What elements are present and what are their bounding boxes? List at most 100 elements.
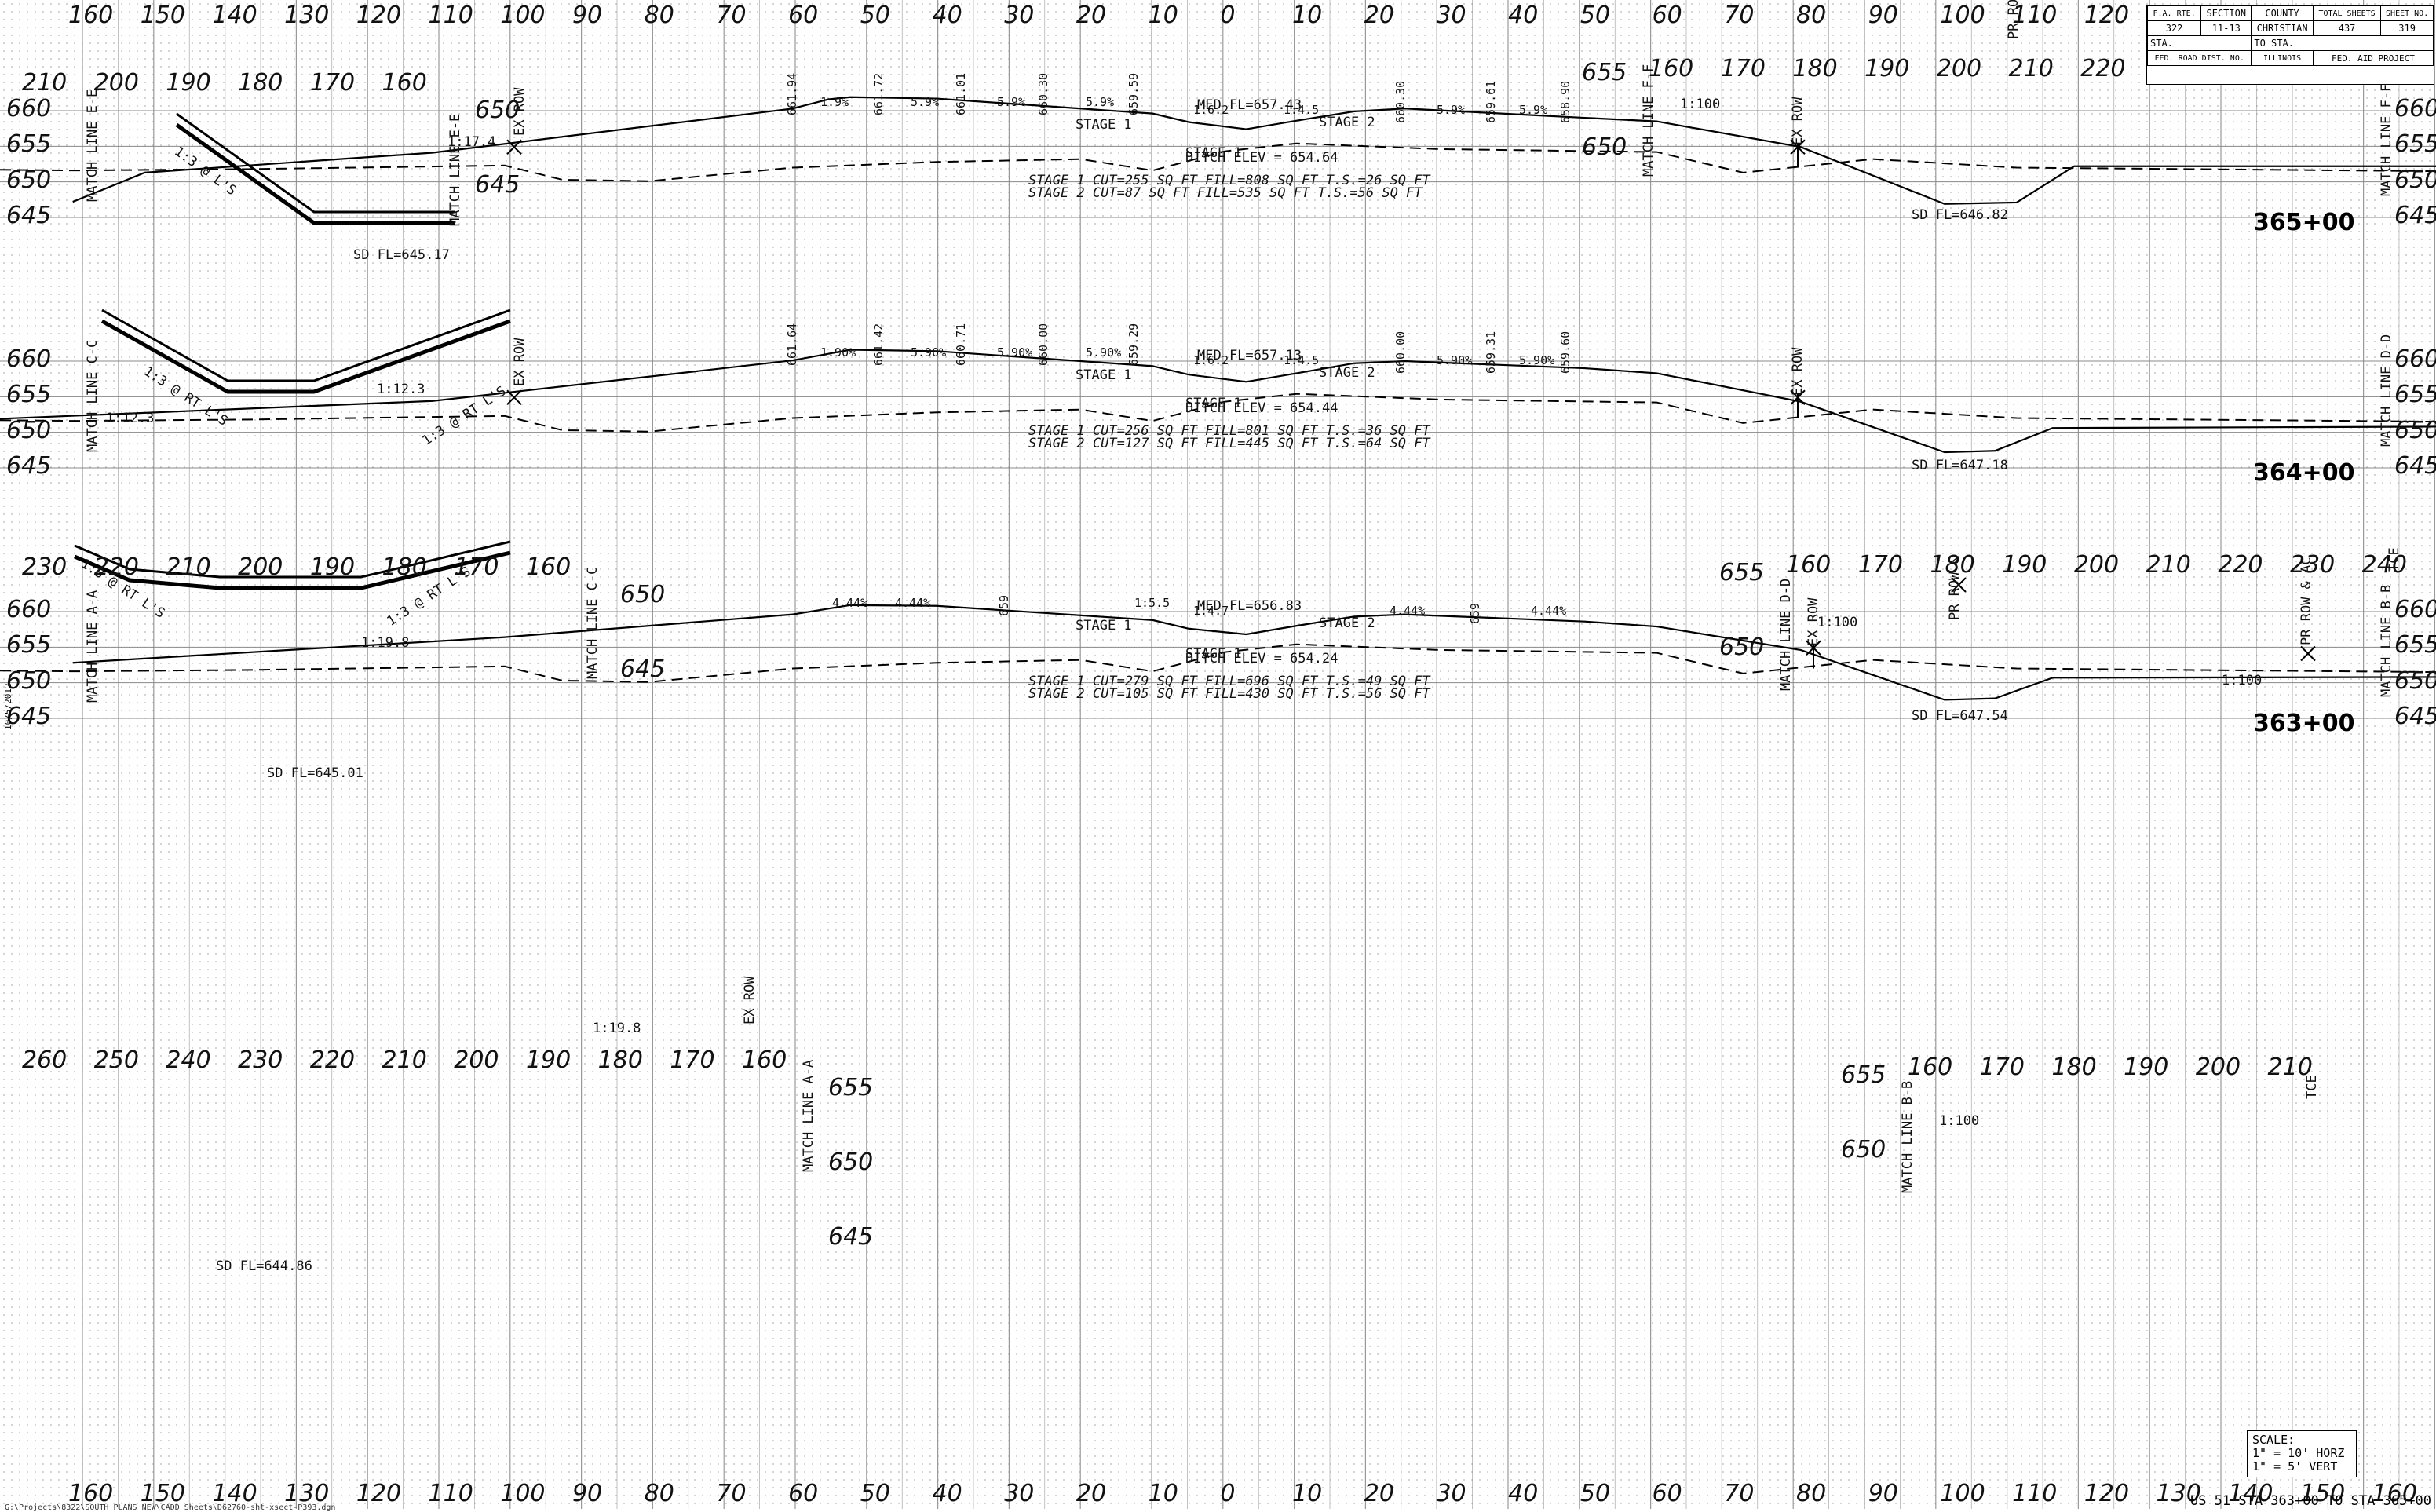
inset-right-axis-label: 200 [1936,55,1982,82]
grade-label: 661.64 [785,323,799,367]
top-axis-label: 120 [356,2,402,29]
bottom-axis-label: 50 [860,1480,890,1507]
bottom-axis-label: 40 [1508,1480,1539,1507]
bottom-axis-label: 30 [1004,1480,1035,1507]
bottom-axis-label: 50 [1580,1480,1611,1507]
inset-elevation-label: 645 [828,1223,874,1251]
existing-row-marker-left [506,139,522,155]
inset-right-axis-label: 210 [2146,551,2191,579]
inset-axis-label: 180 [382,553,427,581]
bottom-axis-label: 160 [68,1480,114,1507]
bottom-axis-label: 110 [2012,1480,2058,1507]
inset-existing-row: EX ROW [742,976,758,1024]
inset-right-axis-label: 170 [1979,1054,2025,1081]
elevation-label-left: 645 [6,703,52,730]
grade-label: 1:5.5 [1134,596,1171,611]
match-line-right: MATCH LINE D-D [2379,334,2394,447]
bottom-axis-label: 0 [1220,1480,1236,1507]
bottom-axis-label: 90 [572,1480,603,1507]
scale-horz: 1" = 10' HORZ [2252,1446,2345,1460]
median-flowline: MED FL=656.83 [1197,597,1302,614]
inset-axis-label: 200 [238,553,283,581]
section-label: SECTION [2200,5,2252,21]
sheet-no-label: SHEET NO. [2380,5,2434,21]
scale-title: SCALE: [2252,1433,2295,1447]
top-axis-label: 70 [1724,2,1755,29]
grade-label: 5.90% [997,345,1033,360]
inset-match-line: MATCH LINE E-E [447,113,463,226]
inset-axis-label: 210 [166,553,211,581]
inset-right-match-line: MATCH LINE B-B [1900,1080,1916,1193]
elevation-label-right: 655 [2394,130,2436,159]
stage-2-quantities: STAGE 2 CUT=87 SQ FT FILL=535 SQ FT T.S.… [1028,185,1423,202]
ditch-stage-label: STAGE 1 [1185,645,1242,662]
bottom-axis-label: 30 [1436,1480,1466,1507]
stage-1-label: STAGE 1 [1076,367,1132,384]
top-axis-label: 110 [2012,2,2058,29]
elevation-label-left: 645 [6,202,52,229]
inset-right-match-line: MATCH LINE D-D [1778,578,1794,691]
grade-label: 1:4.5 [1284,103,1320,118]
bottom-axis-label: 20 [1364,1480,1394,1507]
bottom-axis-label: 20 [1076,1480,1107,1507]
top-axis-label: 80 [1795,2,1827,29]
bottom-axis-label: 10 [1292,1480,1323,1507]
grade-label: 659.61 [1484,81,1498,124]
inset-elevation-label: 650 [620,581,666,608]
inset-right-axis-label: 200 [2195,1054,2241,1081]
inset-right-slope: 1:100 [1817,615,1858,630]
elevation-label-left: 660 [6,596,52,623]
grade-label: 658.90 [1558,81,1572,124]
bottom-axis-label: 10 [1148,1480,1178,1507]
sheet-no-value: 319 [2380,20,2434,36]
inset-storm-drain-flowline: SD FL=644.86 [216,1258,312,1274]
grade-label: 660.71 [954,323,968,367]
file-path: G:\Projects\8322\SOUTH PLANS NEW\CADD Sh… [5,1503,336,1512]
grade-label: 661.42 [871,323,886,367]
bottom-axis-label: 70 [1724,1480,1755,1507]
inset-right-elevation: 655 [1841,1061,1886,1089]
scale-box: SCALE: 1" = 10' HORZ 1" = 5' VERT [2247,1430,2357,1477]
bottom-axis-label: 70 [716,1480,747,1507]
top-axis-label: 130 [284,2,330,29]
elevation-label-right: 660 [2394,95,2436,122]
top-axis-label: 110 [428,2,473,29]
stage-1-quantities: STAGE 1 CUT=255 SQ FT FILL=808 SQ FT T.S… [1028,172,1430,188]
grade-label: 5.9% [1519,103,1548,118]
grade-label: 660.30 [1393,81,1408,124]
bottom-axis-label: 60 [1652,1480,1682,1507]
grade-label: 1.90% [820,345,856,360]
station-label: 363+00 [2253,710,2355,738]
median-flowline: MED FL=657.13 [1197,347,1302,363]
grade-label: 5.90% [911,345,947,360]
total-sheets-label: TOTAL SHEETS [2312,5,2382,21]
ditch-elevation: DITCH ELEV = 654.24 [1185,650,1339,667]
station-label: 365+00 [2253,209,2355,237]
grade-label: 4.44% [832,596,868,611]
grade-label: 4.44% [1531,604,1567,619]
elevation-label-left: 655 [6,631,52,659]
ditch-stage-label: STAGE 1 [1185,395,1242,411]
bottom-axis-label: 120 [2084,1480,2130,1507]
inset-right-slope: 1:100 [1680,97,1721,112]
elevation-label-left: 660 [6,95,52,122]
stage-1-quantities: STAGE 1 CUT=279 SQ FT FILL=696 SQ FT T.S… [1028,673,1430,689]
inset-axis-label: 180 [597,1046,643,1074]
inset-axis-label: 230 [22,553,68,581]
proposed-row-label: PR ROW & AC [2299,557,2314,645]
inset-right-tce: TCE [2304,1075,2320,1099]
station-label: 364+00 [2253,459,2355,488]
inset-right-axis-label: 170 [1720,55,1766,82]
inset-elevation-label: 655 [828,1074,874,1101]
bottom-axis-label: 150 [140,1480,185,1507]
grade-label: 5.9% [997,95,1026,110]
bottom-axis-label: 140 [2228,1480,2273,1507]
inset-axis-label: 170 [309,69,356,97]
inset-riprap-bottom [175,122,455,225]
inset-ditch-profile [176,112,455,214]
bottom-axis-label: 80 [644,1480,674,1507]
bottom-axis-label: 120 [356,1480,402,1507]
inset-right-slope: 1:100 [1939,1113,1980,1129]
grade-label: 659 [997,595,1011,617]
top-axis-label: 90 [572,2,603,29]
